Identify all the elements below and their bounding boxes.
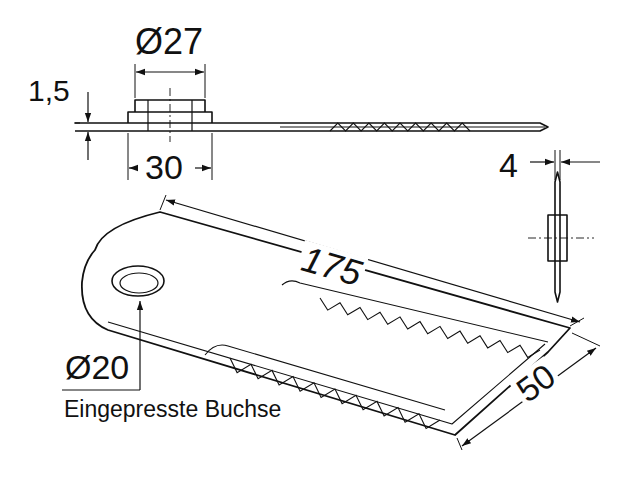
dimension-label: Ø20	[65, 350, 129, 384]
dimension-line	[561, 161, 600, 162]
extension-line	[135, 64, 136, 98]
serration-groove	[282, 281, 548, 342]
dimension-label: Ø27	[135, 24, 203, 60]
dimension-label: 30	[145, 150, 183, 184]
extension-line	[128, 133, 129, 180]
dimension-line	[87, 132, 88, 160]
extension-line	[457, 438, 462, 450]
bushing-bore	[120, 273, 158, 293]
dimension-line	[87, 92, 88, 122]
dimension-label: 1,5	[28, 76, 70, 106]
extension-line	[74, 123, 80, 124]
dimension-label: 4	[499, 148, 518, 182]
dimension-line	[166, 200, 580, 322]
bushing-hole	[112, 266, 164, 296]
serration-teeth	[320, 298, 540, 357]
extension-line	[205, 64, 206, 98]
leader-line	[62, 389, 140, 390]
blade-edge-view	[555, 172, 560, 302]
dimension-line	[129, 167, 137, 168]
center-line	[528, 238, 594, 239]
extension-line	[560, 150, 561, 180]
serration-teeth	[230, 123, 540, 428]
serration-teeth	[330, 123, 470, 131]
dimension-label: 50	[508, 356, 563, 409]
leader-line	[139, 301, 140, 390]
extension-line	[572, 333, 600, 346]
bore-line	[147, 100, 148, 131]
extension-line	[160, 195, 166, 210]
extension-line	[212, 133, 213, 180]
dimension-line	[136, 71, 204, 72]
center-line	[170, 88, 171, 142]
part-note: Eingepresste Buchse	[64, 398, 281, 421]
plate-side	[75, 123, 548, 131]
bore-line	[191, 100, 192, 131]
dimension-line	[462, 348, 596, 446]
dimension-line	[195, 167, 211, 168]
extension-line	[555, 150, 556, 180]
dimension-line	[530, 161, 554, 162]
